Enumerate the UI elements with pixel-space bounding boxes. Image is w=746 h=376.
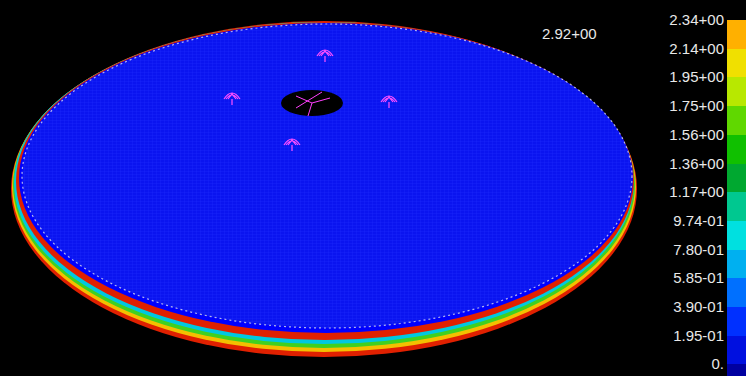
- legend-swatch: [727, 135, 746, 164]
- legend-value: 3.90-01: [673, 299, 724, 315]
- legend-value: 0.: [711, 356, 724, 372]
- legend-swatch: [727, 364, 746, 376]
- legend-swatch: [727, 278, 746, 307]
- legend-swatch: [727, 250, 746, 279]
- max-value-label: 2.92+00: [542, 26, 597, 42]
- legend-value: 1.75+00: [669, 98, 724, 114]
- legend-swatch: [727, 20, 746, 49]
- legend-swatch: [727, 307, 746, 336]
- legend-swatch: [727, 106, 746, 135]
- legend-value: 1.95-01: [673, 328, 724, 344]
- legend-swatch: [727, 77, 746, 106]
- legend-swatch: [727, 192, 746, 221]
- legend-value: 2.34+00: [669, 12, 724, 28]
- legend-swatch: [727, 221, 746, 250]
- legend-value: 1.95+00: [669, 69, 724, 85]
- legend-value: 1.56+00: [669, 127, 724, 143]
- legend-swatch: [727, 49, 746, 78]
- legend-value: 5.85-01: [673, 270, 724, 286]
- legend-value: 2.14+00: [669, 41, 724, 57]
- legend-swatch: [727, 164, 746, 193]
- legend-value: 1.17+00: [669, 184, 724, 200]
- legend-row: 0.: [586, 364, 746, 376]
- legend-value: 1.36+00: [669, 156, 724, 172]
- legend-value: 7.80-01: [673, 242, 724, 258]
- legend-swatch: [727, 336, 746, 365]
- legend-value: 9.74-01: [673, 213, 724, 229]
